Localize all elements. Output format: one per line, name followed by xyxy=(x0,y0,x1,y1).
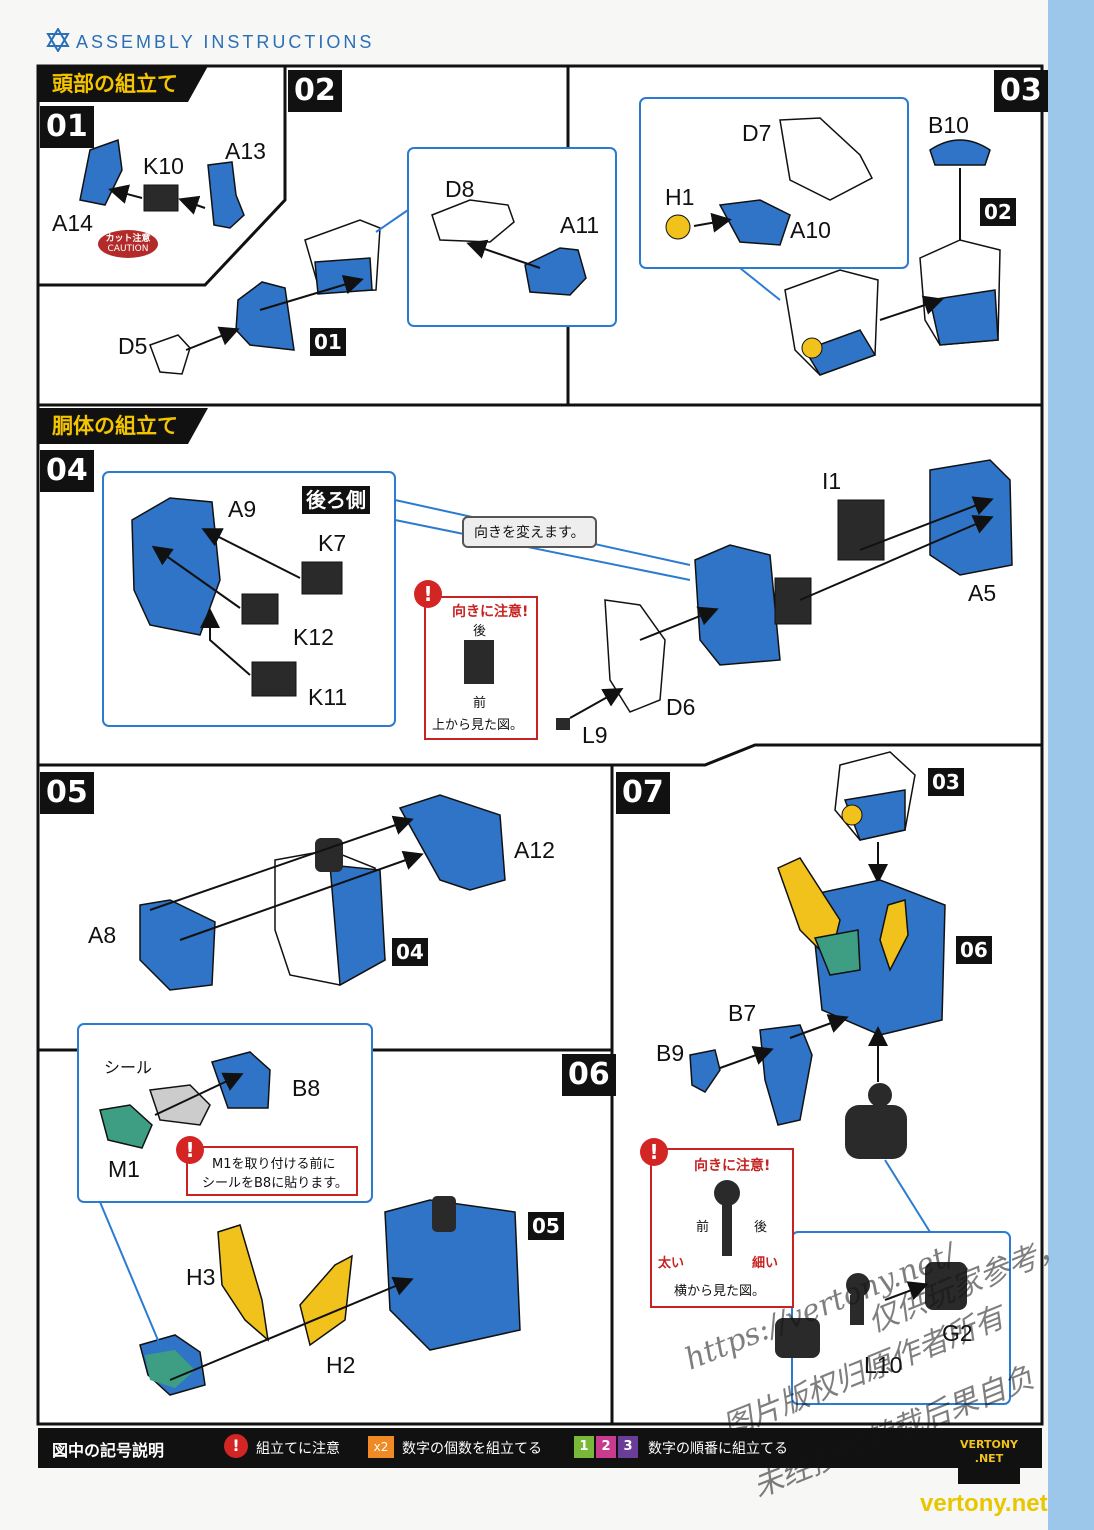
step-ref-06: 06 xyxy=(956,936,992,964)
warning-icon: ! xyxy=(176,1136,204,1164)
orientation-note-front: 前 xyxy=(696,1220,710,1235)
section-head-assembly: 頭部の組立て xyxy=(38,66,208,102)
part-label-h1: H1 xyxy=(665,184,695,210)
back-side-label: 後ろ側 xyxy=(302,486,370,514)
step-number-07: 07 xyxy=(616,772,670,814)
part-label-g2: G2 xyxy=(942,1320,973,1346)
orientation-note-back: 後 xyxy=(473,624,487,639)
part-label-a8: A8 xyxy=(88,922,117,948)
part-label-seal: シール xyxy=(104,1060,153,1077)
part-label-l10: L10 xyxy=(864,1352,903,1378)
cut-caution-badge: カット注意 CAUTION xyxy=(100,234,156,254)
legend-item-order: 数字の順番に組立てる xyxy=(648,1441,788,1457)
orientation-note-step04: 向きに注意! 後 前 上から見た図。 xyxy=(424,596,538,740)
step01-art xyxy=(79,138,245,258)
legend-item-quantity: 数字の個数を組立てる xyxy=(402,1441,542,1457)
order-box-3: 3 xyxy=(618,1436,638,1458)
step-ref-03: 03 xyxy=(928,768,964,796)
step04-art xyxy=(102,459,1013,730)
part-label-a10: A10 xyxy=(790,217,831,243)
warning-icon: ! xyxy=(414,580,442,608)
step-number-01: 01 xyxy=(40,106,94,148)
page-title: Assembly Instructions xyxy=(76,32,375,52)
orientation-note-back: 後 xyxy=(754,1220,768,1235)
turn-around-note: 向きを変えます。 xyxy=(462,516,597,548)
part-label-b9: B9 xyxy=(656,1040,685,1066)
part-label-b8: B8 xyxy=(292,1075,321,1101)
part-label-b10: B10 xyxy=(928,112,969,138)
legend-title: 図中の記号説明 xyxy=(52,1441,165,1460)
sticker-note-line2: シールをB8に貼ります。 xyxy=(202,1176,348,1191)
vertony-logo: VERTONY .NET xyxy=(958,1434,1020,1484)
step-ref-01: 01 xyxy=(310,328,346,356)
step03-art xyxy=(639,97,1001,376)
logo-line2: .NET xyxy=(974,1452,1004,1465)
sticker-note-step06: M1を取り付ける前に シールをB8に貼ります。 xyxy=(186,1146,358,1196)
part-label-a12: A12 xyxy=(514,837,555,863)
part-block-icon xyxy=(464,640,494,684)
section-body-assembly: 胴体の組立て xyxy=(38,408,208,444)
legend-item-caution: 組立てに注意 xyxy=(256,1441,340,1457)
part-label-a11: A11 xyxy=(560,212,600,238)
part-label-l9: L9 xyxy=(582,722,608,748)
orientation-note-caption: 上から見た図。 xyxy=(432,718,524,733)
step-number-05: 05 xyxy=(40,772,94,814)
orientation-note-thick: 太い xyxy=(658,1256,685,1271)
orientation-note-step07: 向きに注意! 前 後 太い 細い 横から見た図。 xyxy=(650,1148,794,1308)
part-label-i1: I1 xyxy=(822,468,842,494)
part-label-h3: H3 xyxy=(186,1264,216,1290)
part-label-k7: K7 xyxy=(318,530,347,556)
step05-art xyxy=(139,794,506,991)
orientation-note-caption: 横から見た図。 xyxy=(674,1284,766,1299)
step-number-02: 02 xyxy=(288,70,342,112)
step-number-03: 03 xyxy=(994,70,1048,112)
part-label-k11: K11 xyxy=(308,684,348,710)
part-label-a9: A9 xyxy=(228,496,257,522)
warning-icon: ! xyxy=(224,1434,248,1458)
cut-caution-jp: カット注意 xyxy=(105,234,151,244)
part-label-a13: A13 xyxy=(225,138,266,164)
warning-icon: ! xyxy=(640,1138,668,1166)
step-number-04: 04 xyxy=(40,450,94,492)
orientation-note-title: 向きに注意! xyxy=(694,1158,771,1174)
part-label-k12: K12 xyxy=(293,624,334,650)
cut-caution-en: CAUTION xyxy=(107,244,149,254)
quantity-badge-icon: x2 xyxy=(368,1436,394,1458)
step07-art xyxy=(689,751,1011,1405)
part-label-d6: D6 xyxy=(666,694,696,720)
part-label-k10: K10 xyxy=(143,153,184,179)
step-ref-04: 04 xyxy=(392,938,428,966)
order-box-2: 2 xyxy=(596,1436,616,1458)
orientation-note-thin: 細い xyxy=(752,1256,779,1271)
step02-art xyxy=(149,147,617,375)
joint-part-icon xyxy=(722,1204,732,1256)
part-label-a14: A14 xyxy=(52,210,93,236)
part-label-d8: D8 xyxy=(445,176,475,202)
logo-line1: VERTONY xyxy=(959,1438,1019,1451)
part-label-b7: B7 xyxy=(728,1000,757,1026)
footer-site: vertony.net xyxy=(920,1490,1048,1517)
part-label-d5: D5 xyxy=(118,333,148,359)
sticker-note-line1: M1を取り付ける前に xyxy=(212,1157,336,1172)
joint-part-icon xyxy=(714,1180,740,1206)
orientation-note-title: 向きに注意! xyxy=(452,604,529,620)
part-label-h2: H2 xyxy=(326,1352,356,1378)
step-number-06: 06 xyxy=(562,1054,616,1096)
hexagram-icon xyxy=(46,28,70,52)
orientation-note-front: 前 xyxy=(473,696,487,711)
part-label-m1: M1 xyxy=(108,1156,140,1182)
order-box-1: 1 xyxy=(574,1436,594,1458)
part-label-a5: A5 xyxy=(968,580,997,606)
step-ref-05: 05 xyxy=(528,1212,564,1240)
step-ref-02: 02 xyxy=(980,198,1016,226)
part-label-d7: D7 xyxy=(742,120,772,146)
page-side-strip xyxy=(1048,0,1094,1530)
